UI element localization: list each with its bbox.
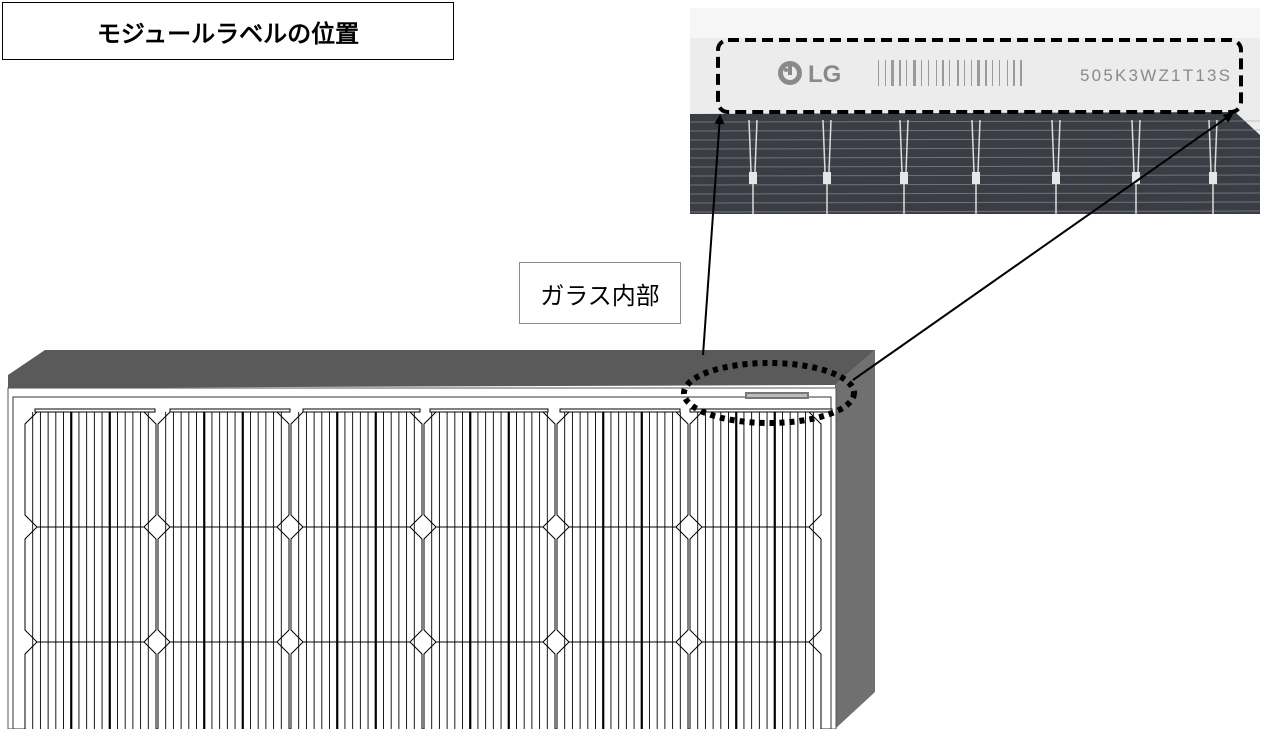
arrow-left	[702, 114, 725, 356]
solar-cells	[24, 411, 822, 729]
title-text: モジュールラベルの位置	[96, 19, 360, 48]
lg-logo-icon	[778, 61, 802, 85]
label-location-ellipse	[681, 360, 857, 426]
module-label	[745, 392, 809, 399]
serial-number-text: 505K3WZ1T13S	[1080, 66, 1230, 85]
title-box: モジュールラベルの位置	[2, 2, 454, 60]
glass-interior-text: ガラス内部	[540, 281, 660, 310]
lg-brand-text: LG	[808, 61, 841, 88]
solar-panel	[7, 350, 875, 729]
barcode-icon	[878, 60, 1022, 86]
glass-interior-label: ガラス内部	[519, 262, 681, 324]
arrow-right	[852, 112, 1234, 381]
busbar-contacts	[748, 119, 1218, 214]
label-highlight-box	[716, 38, 1243, 114]
